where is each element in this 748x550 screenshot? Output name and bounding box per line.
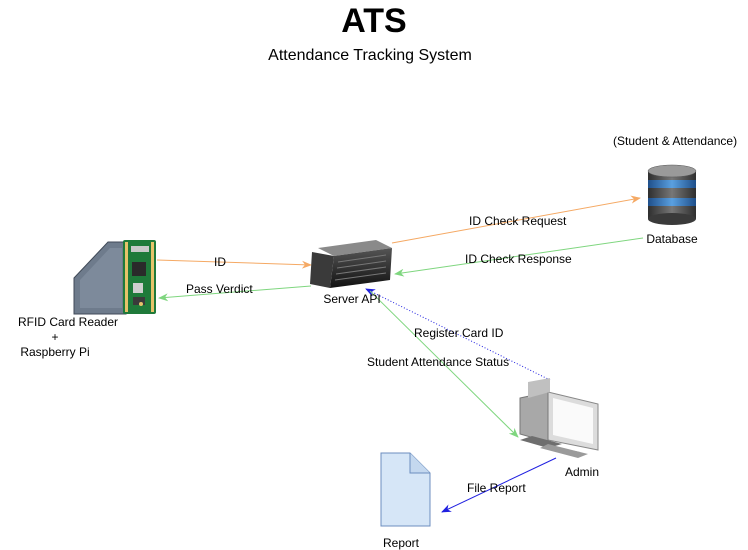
diagram-subtitle: Attendance Tracking System [268, 47, 472, 64]
edge-label-file-report: File Report [467, 481, 526, 495]
edge-label-student-attendance-status: Student Attendance Status [367, 355, 510, 369]
database-label: Database [646, 232, 698, 246]
edge-label-id: ID [214, 255, 226, 269]
database-note: (Student & Attendance) [613, 134, 738, 148]
edge-label-pass-verdict: Pass Verdict [186, 282, 253, 296]
report-label: Report [382, 536, 420, 550]
diagram-title: ATS [341, 2, 407, 40]
edge-register-card-id [365, 288, 551, 381]
server-icon [310, 240, 392, 288]
rfid-reader-icon [73, 241, 127, 315]
edge-label-id-check-response: ID Check Response [465, 252, 572, 266]
database-icon [647, 164, 697, 225]
admin-computer-icon [519, 378, 599, 458]
server-label: Server API [323, 292, 381, 306]
edge-label-register-card-id: Register Card ID [414, 326, 504, 340]
raspberry-pi-icon [123, 240, 156, 314]
report-document-icon [380, 452, 431, 527]
edge-id [156, 259, 312, 269]
edge-pass-verdict [158, 285, 312, 302]
rfid-label-line1: RFID Card Reader [17, 315, 119, 329]
rfid-label-line2: + [51, 330, 59, 344]
rfid-label-line3: Raspberry Pi [20, 345, 90, 359]
edge-id-check-request [391, 195, 641, 244]
edge-id-check-response [394, 237, 644, 277]
edge-file-report [441, 457, 557, 513]
edge-label-id-check-request: ID Check Request [469, 214, 567, 228]
edge-student-attendance-status [369, 290, 519, 438]
admin-label: Admin [564, 465, 599, 479]
